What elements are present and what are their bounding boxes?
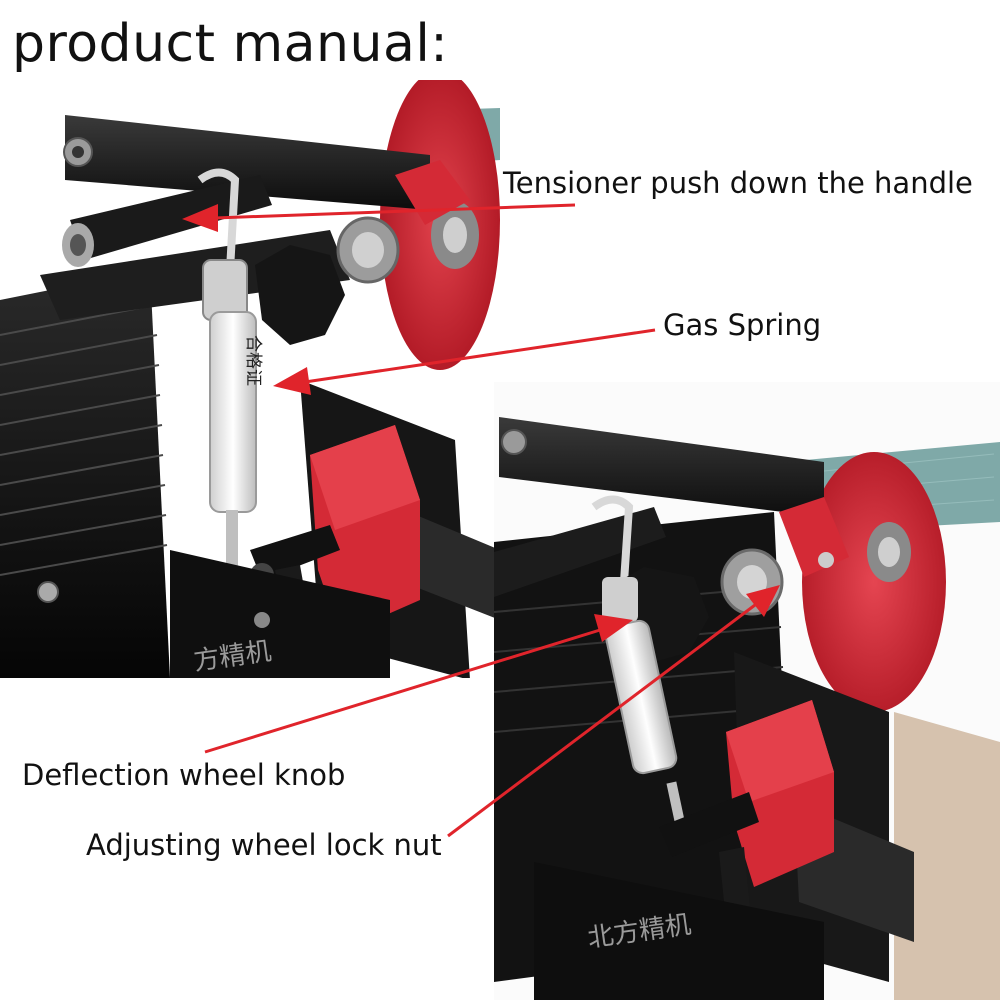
callout-deflection-wheel-knob: Deflection wheel knob [22, 758, 346, 792]
page-title: product manual: [12, 14, 449, 74]
tension-arm-plate [499, 417, 824, 517]
tensioner-handle [70, 175, 272, 260]
product-photo-right: 北方精机 [494, 382, 1000, 1000]
product-photo-left: 合格证 方精机 [0, 80, 500, 678]
gas-spring-label: 合格证 [243, 335, 263, 386]
motor-body [0, 270, 170, 678]
callout-gas-spring: Gas Spring [663, 308, 822, 342]
tensioner-handle [494, 507, 666, 597]
red-drive-wheel [802, 452, 946, 712]
deflection-knob [255, 245, 345, 345]
callout-adjusting-wheel-lock-nut: Adjusting wheel lock nut [86, 828, 442, 862]
tension-arm-plate [65, 115, 430, 210]
callout-tensioner-handle: Tensioner push down the handle [503, 166, 973, 200]
